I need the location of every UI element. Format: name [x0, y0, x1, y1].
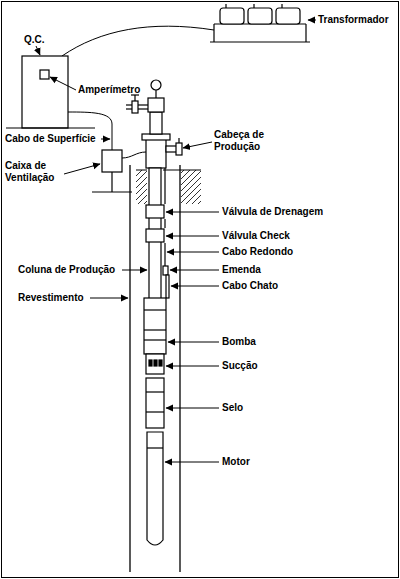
part-label: Transformador	[318, 14, 389, 26]
leader-arrow	[36, 20, 316, 462]
vent-box	[92, 150, 132, 192]
part-label: Válvula de Drenagem	[222, 206, 323, 218]
part-label: Cabo de Superfície	[5, 133, 96, 145]
part-label: Selo	[222, 402, 243, 414]
part-label: Cabo Chato	[222, 280, 278, 292]
part-label: Coluna de Produção	[18, 264, 115, 276]
part-label: Cabeça de Produção	[214, 129, 276, 153]
part-label: Caixa de Ventilação	[5, 160, 65, 184]
tubing	[146, 168, 164, 300]
transformer	[210, 4, 310, 42]
pump-assembly	[144, 298, 166, 545]
part-label: Motor	[222, 456, 250, 468]
part-label: Sucção	[222, 360, 258, 372]
power-cable	[163, 168, 169, 298]
part-label: Válvula Check	[222, 230, 290, 242]
surface-cable	[68, 112, 112, 150]
part-label: Q.C.	[24, 34, 45, 46]
surface-cable	[122, 152, 146, 158]
casing	[130, 165, 180, 572]
supply-cable	[62, 26, 214, 56]
part-label: Revestimento	[18, 292, 84, 304]
ground	[136, 170, 201, 204]
part-label: Cabo Redondo	[222, 246, 293, 258]
part-label: Emenda	[222, 264, 261, 276]
part-label: Bomba	[222, 336, 256, 348]
part-label: Amperímetro	[78, 84, 140, 96]
